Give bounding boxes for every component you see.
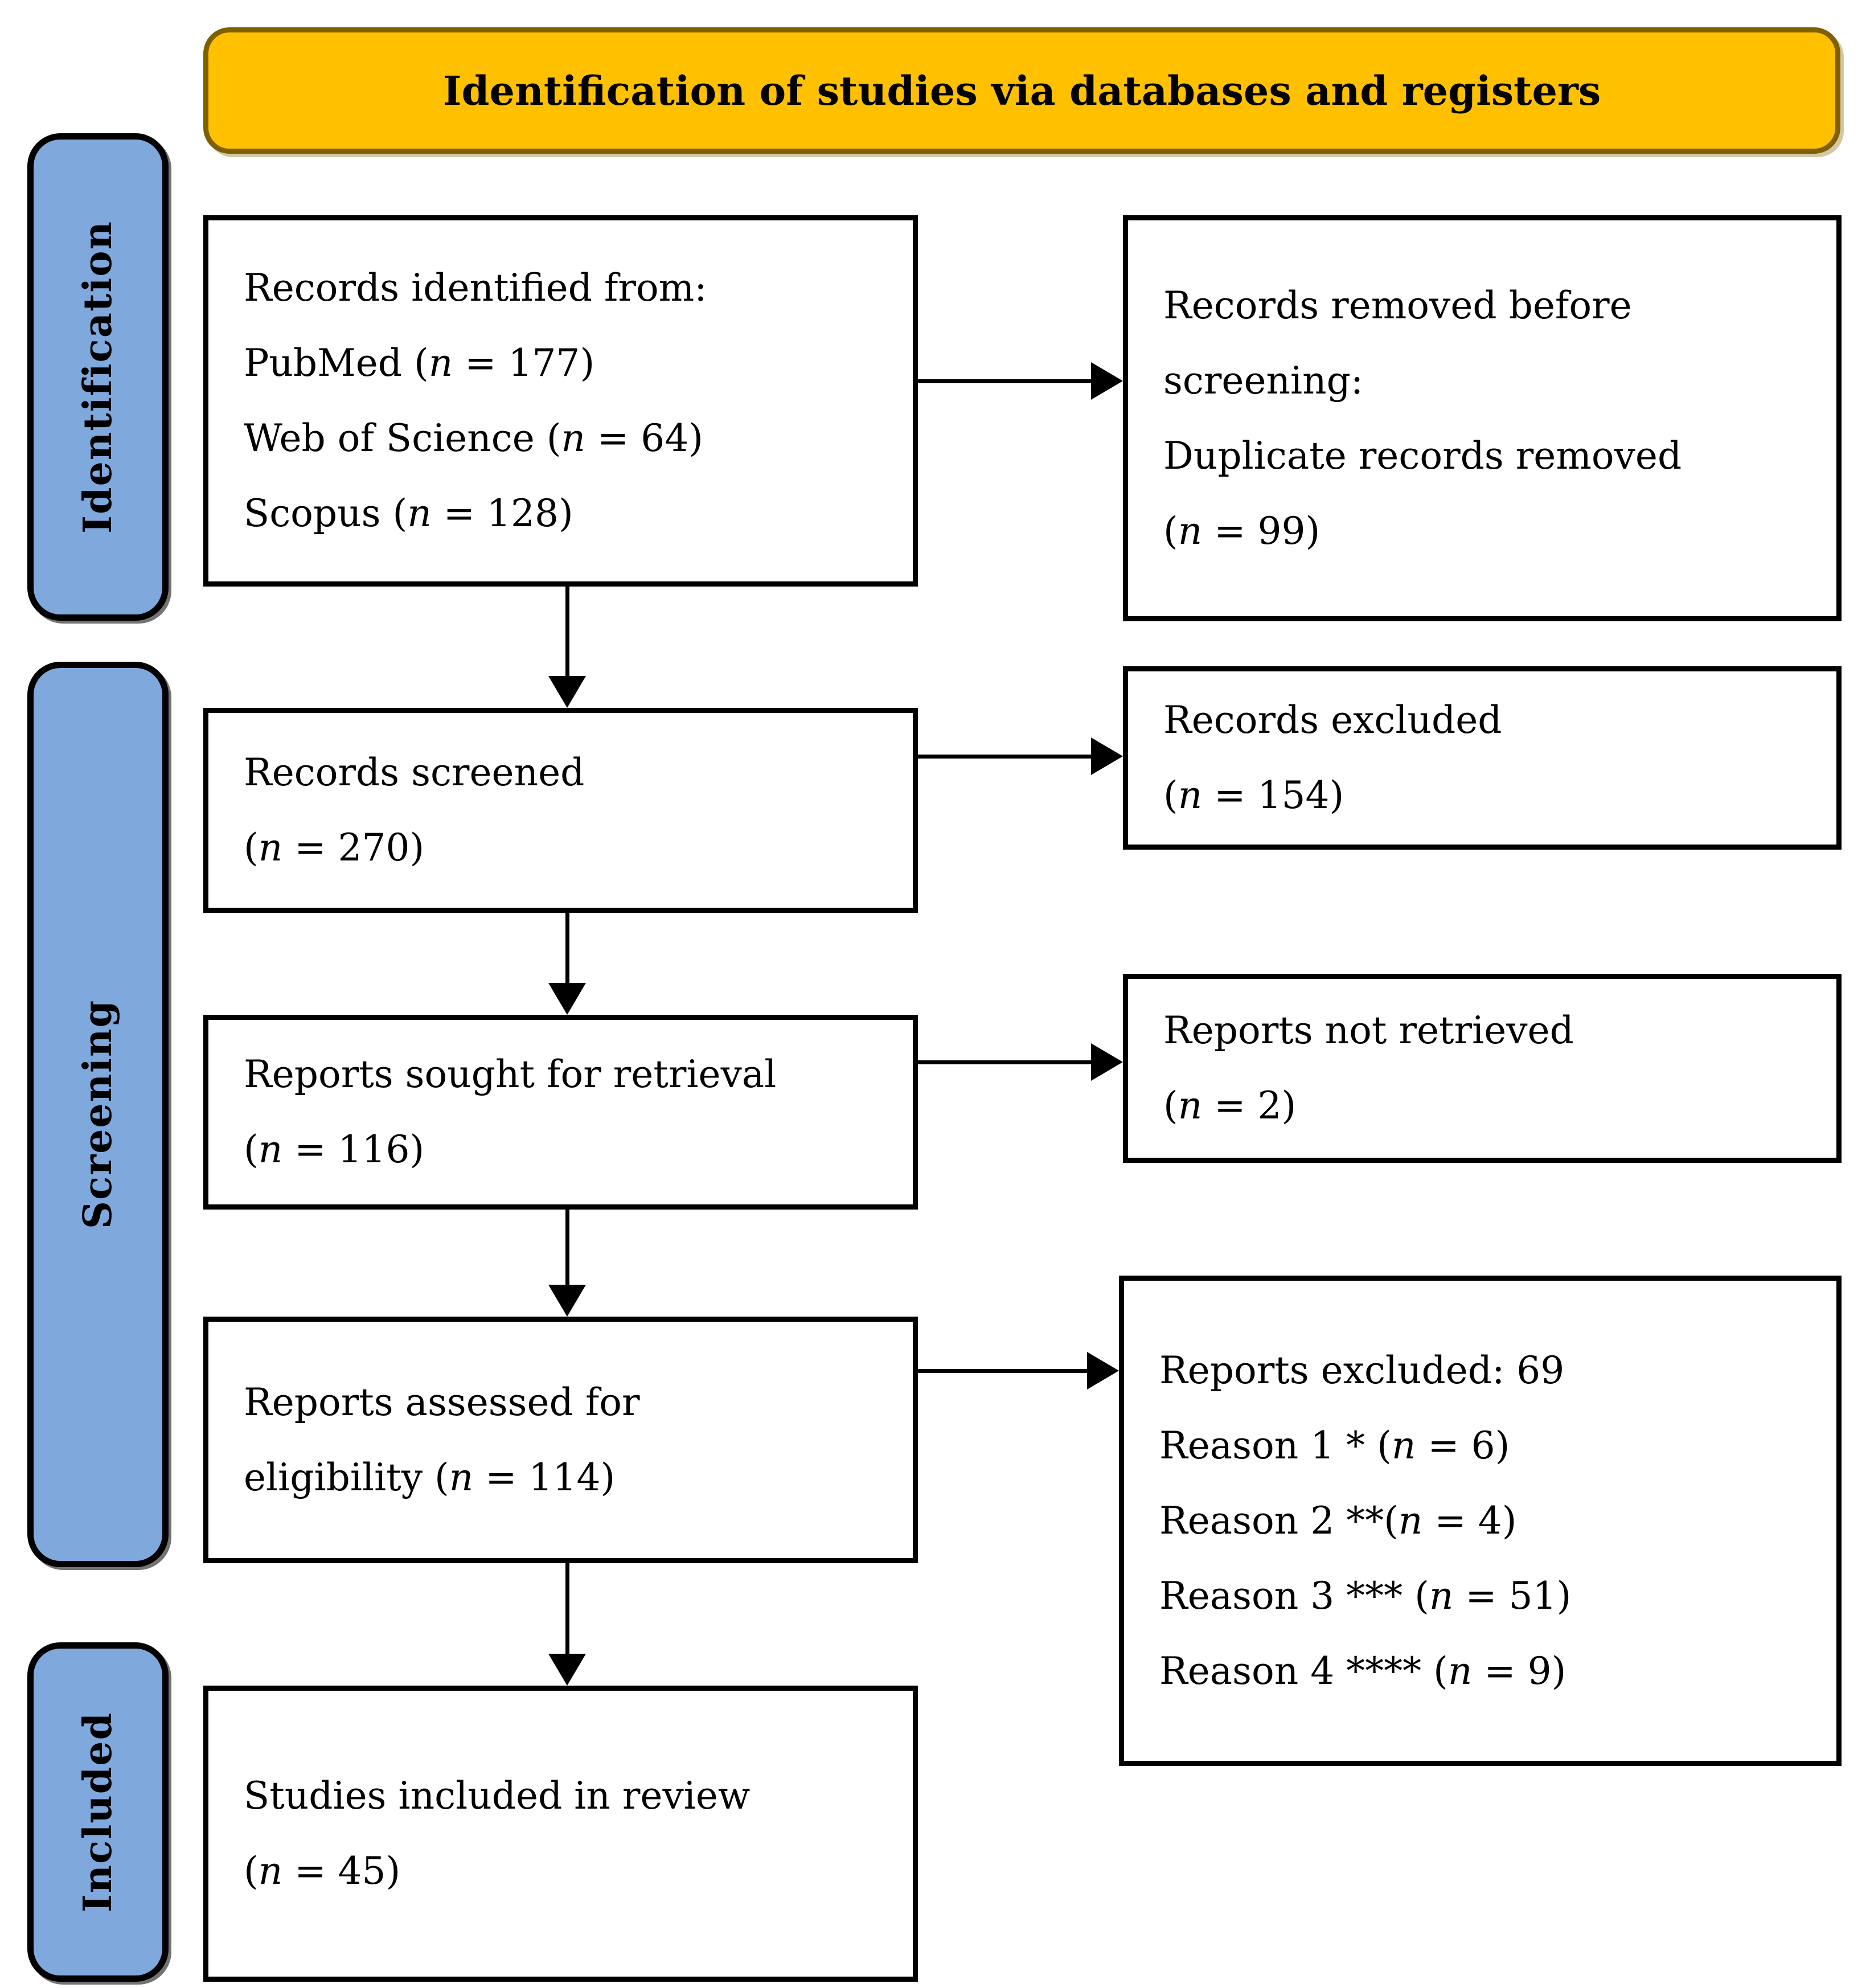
arrow-sought-to-not-retrieved-line bbox=[918, 1060, 1091, 1064]
box-line: Records screened bbox=[244, 751, 585, 794]
box-line: (n = 116) bbox=[244, 1128, 425, 1171]
box-line: (n = 2) bbox=[1163, 1084, 1297, 1128]
box-line: Records excluded bbox=[1163, 698, 1502, 742]
box-line: Reason 3 *** (n = 51) bbox=[1159, 1573, 1572, 1618]
box-line: (n = 270) bbox=[244, 826, 425, 870]
header-banner: Identification of studies via databases … bbox=[203, 27, 1840, 154]
stage-label-included: Included bbox=[75, 1711, 121, 1913]
arrow-down-icon bbox=[548, 1285, 586, 1317]
box-line: Reports assessed for bbox=[244, 1380, 640, 1424]
arrow-identified-to-screened-line bbox=[565, 587, 569, 678]
box-line: Reports not retrieved bbox=[1163, 1009, 1574, 1052]
box-records-removed: Records removed before screening: Duplic… bbox=[1123, 215, 1842, 621]
arrow-down-icon bbox=[548, 676, 586, 708]
box-line: eligibility (n = 114) bbox=[244, 1455, 616, 1499]
box-line: (n = 45) bbox=[244, 1849, 401, 1893]
arrow-assessed-to-reports-excluded-line bbox=[918, 1369, 1087, 1373]
stage-label-screening: Screening bbox=[75, 999, 121, 1229]
arrow-sought-to-assessed-line bbox=[565, 1210, 569, 1286]
box-reports-not-retrieved: Reports not retrieved (n = 2) bbox=[1123, 974, 1842, 1163]
arrow-down-icon bbox=[548, 983, 586, 1015]
arrow-identified-to-removed-line bbox=[918, 379, 1091, 383]
box-records-screened: Records screened (n = 270) bbox=[203, 708, 918, 913]
box-line: Scopus (n = 128) bbox=[244, 491, 573, 535]
box-studies-included: Studies included in review (n = 45) bbox=[203, 1686, 918, 1982]
box-line: Reason 1 * (n = 6) bbox=[1159, 1423, 1510, 1468]
box-line: screening: bbox=[1163, 358, 1364, 403]
box-line: Reason 4 **** (n = 9) bbox=[1159, 1649, 1566, 1693]
arrow-right-icon bbox=[1091, 1043, 1123, 1081]
arrow-right-icon bbox=[1091, 362, 1123, 400]
arrow-right-icon bbox=[1091, 737, 1123, 775]
box-reports-sought: Reports sought for retrieval (n = 116) bbox=[203, 1015, 918, 1210]
box-line: Reason 2 **(n = 4) bbox=[1159, 1498, 1517, 1543]
arrow-right-icon bbox=[1087, 1352, 1119, 1389]
box-line: Reports sought for retrieval bbox=[244, 1052, 777, 1096]
box-line: Duplicate records removed bbox=[1163, 433, 1682, 478]
box-line: Web of Science (n = 64) bbox=[244, 416, 704, 460]
box-line: PubMed (n = 177) bbox=[244, 341, 595, 385]
box-line: Records identified from: bbox=[244, 266, 707, 310]
header-title: Identification of studies via databases … bbox=[442, 67, 1601, 114]
box-line: (n = 99) bbox=[1163, 509, 1321, 553]
arrow-screened-to-excluded-line bbox=[918, 755, 1091, 759]
box-line: Reports excluded: 69 bbox=[1159, 1348, 1565, 1392]
box-records-excluded: Records excluded (n = 154) bbox=[1123, 666, 1842, 850]
box-records-identified: Records identified from: PubMed (n = 177… bbox=[203, 215, 918, 587]
stage-label-identification: Identification bbox=[75, 220, 121, 534]
arrow-screened-to-sought-line bbox=[565, 913, 569, 985]
box-line: (n = 154) bbox=[1163, 773, 1344, 817]
box-line: Studies included in review bbox=[244, 1774, 751, 1818]
stage-bar-screening: Screening bbox=[27, 662, 169, 1567]
stage-bar-included: Included bbox=[27, 1642, 169, 1982]
box-reports-excluded: Reports excluded: 69 Reason 1 * (n = 6) … bbox=[1119, 1276, 1842, 1766]
arrow-down-icon bbox=[548, 1654, 586, 1686]
box-reports-assessed: Reports assessed for eligibility (n = 11… bbox=[203, 1317, 918, 1563]
stage-bar-identification: Identification bbox=[27, 133, 169, 621]
box-line: Records removed before bbox=[1163, 283, 1632, 327]
arrow-assessed-to-included-line bbox=[565, 1563, 569, 1655]
